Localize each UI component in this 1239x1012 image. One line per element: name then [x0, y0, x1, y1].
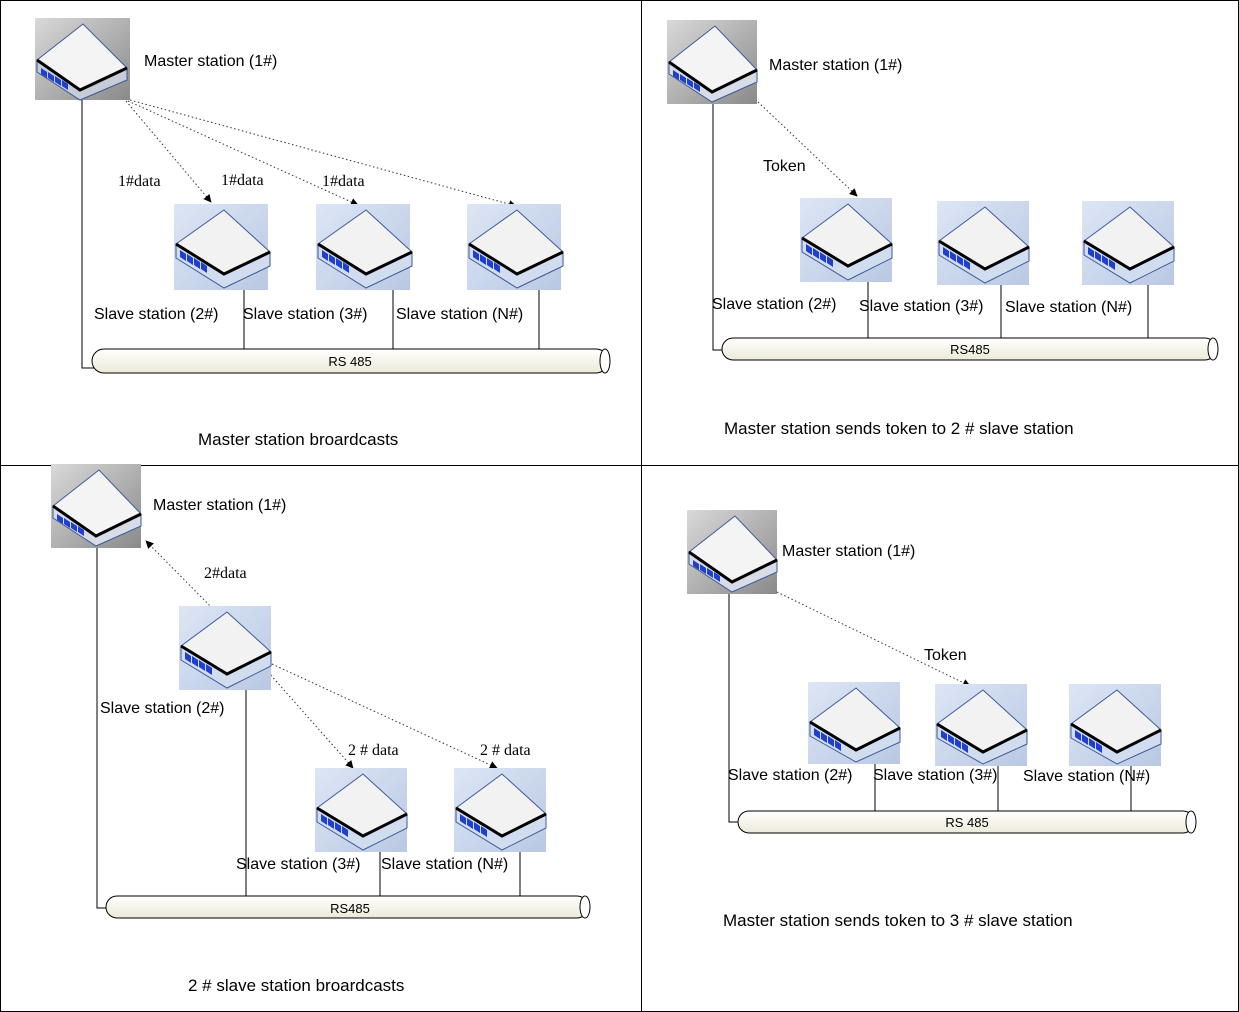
data-label: 1#data [322, 173, 365, 190]
master-station-label: Master station (1#) [144, 53, 277, 70]
master-station-icon [51, 464, 142, 548]
slave-station-icon [937, 201, 1030, 285]
master-drop-line [712, 102, 725, 351]
slave-station-label: Slave station (3#) [873, 767, 998, 784]
slave-station-icon [174, 204, 271, 290]
master-station-label: Master station (1#) [769, 57, 902, 74]
slave-station-label: Slave station (2#) [712, 296, 837, 313]
broadcast-arrow [271, 663, 498, 769]
token-arrow [776, 591, 971, 687]
slave-station-label: Slave station (2#) [728, 767, 853, 784]
bus-label: RS 485 [328, 354, 371, 369]
panel-token-to-2: RS485 Master station (1#) Token [667, 20, 1219, 438]
slave-station-icon [1082, 201, 1175, 285]
bus-label: RS485 [330, 901, 370, 916]
rs485-bus: RS485 [721, 337, 1219, 361]
data-label: 1#data [221, 172, 264, 189]
data-label: 2 # data [348, 742, 399, 759]
bus-label: RS 485 [945, 815, 988, 830]
slave-station-label: Slave station (2#) [94, 306, 219, 323]
panel-caption: 2 # slave station broardcasts [188, 976, 404, 995]
token-arrow [757, 101, 858, 197]
slave-station-label: Slave station (N#) [1023, 768, 1150, 785]
slave-station-icon [935, 684, 1028, 766]
broadcast-arrow [267, 671, 354, 769]
panel-master-broadcast: RS 485 Master station (1#) 1#data 1#data… [35, 18, 611, 449]
broadcast-arrow [145, 540, 219, 615]
rs485-bus: RS 485 [737, 810, 1197, 834]
panel-caption: Master station sends token to 3 # slave … [723, 911, 1073, 930]
slave-station-icon [1069, 684, 1162, 766]
bus-label: RS485 [950, 342, 990, 357]
token-label: Token [763, 158, 806, 175]
slave-station-icon [316, 204, 413, 290]
panel-slave2-broadcast: RS485 Master station (1#) 2#data Slave s… [51, 464, 591, 995]
slave-station-label: Slave station (3#) [859, 298, 984, 315]
master-drop-line [81, 100, 95, 369]
rs485-bus: RS 485 [91, 348, 611, 374]
panel-caption: Master station broardcasts [198, 430, 398, 449]
slave-station-label: Slave station (N#) [1005, 299, 1132, 316]
slave-station-icon [315, 768, 408, 852]
data-label: 1#data [118, 173, 161, 190]
slave-station-label: Slave station (N#) [381, 856, 508, 873]
slave-station-icon [179, 606, 272, 690]
slave-station-label: Slave station (N#) [396, 306, 523, 323]
slave-station-icon [467, 204, 564, 290]
slave-station-icon [800, 198, 893, 282]
rs485-bus: RS485 [105, 895, 591, 919]
data-label: 2 # data [480, 742, 531, 759]
broadcast-arrow [129, 99, 517, 208]
panel-caption: Master station sends token to 2 # slave … [724, 419, 1074, 438]
data-label: 2#data [204, 565, 247, 582]
master-station-icon [687, 510, 778, 594]
slave-station-label: Slave station (3#) [243, 306, 368, 323]
master-station-icon [35, 18, 130, 101]
master-drop-line [728, 592, 742, 823]
panel-token-to-3: RS 485 Master station (1#) Token [687, 510, 1197, 930]
slave-station-label: Slave station (3#) [236, 856, 361, 873]
slave-station-icon [454, 768, 547, 852]
master-station-label: Master station (1#) [153, 497, 286, 514]
master-station-label: Master station (1#) [782, 543, 915, 560]
master-drop-line [96, 546, 110, 909]
token-label: Token [924, 647, 967, 664]
master-station-icon [667, 20, 758, 104]
slave-station-label: Slave station (2#) [100, 700, 225, 717]
slave-station-icon [808, 682, 901, 764]
